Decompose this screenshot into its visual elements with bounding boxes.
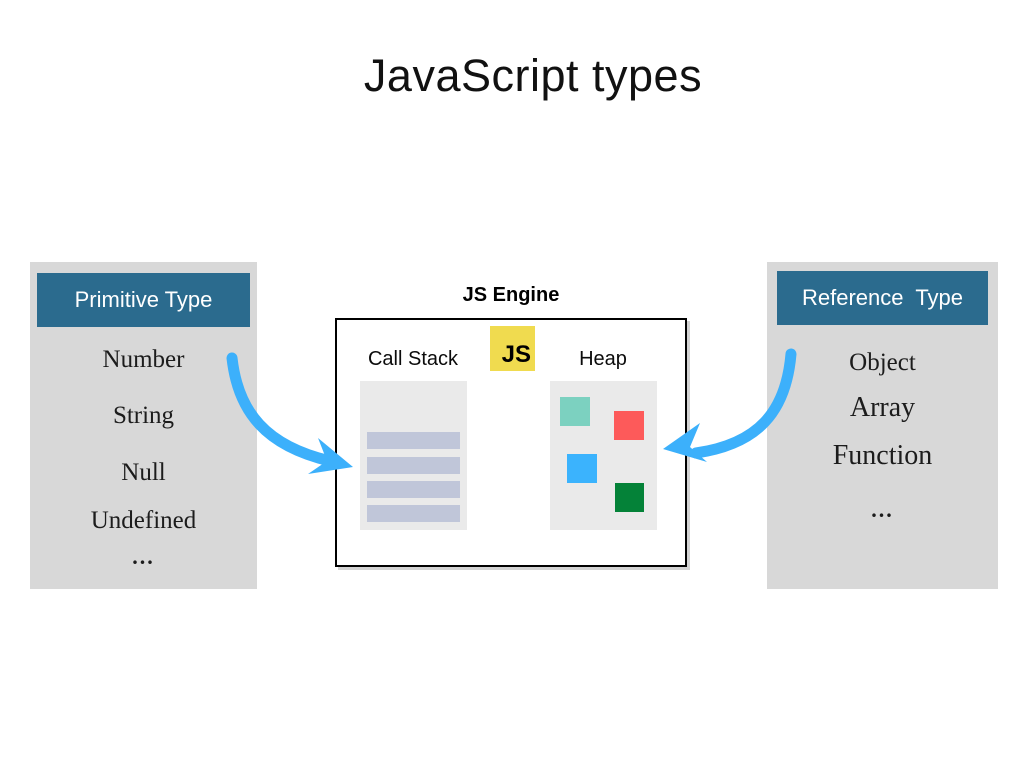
heap-object-green: [615, 483, 644, 512]
heap-label: Heap: [579, 348, 627, 370]
heap-area: [550, 381, 657, 530]
primitive-type-panel: Primitive Type Number String Null Undefi…: [30, 262, 257, 589]
stack-frame: [367, 505, 460, 522]
primitive-item-string: String: [112, 402, 175, 429]
stack-frame: [367, 432, 460, 449]
reference-item-ellipsis: ...: [871, 497, 894, 522]
stack-frame: [367, 457, 460, 474]
reference-type-panel: Reference Type Object Array Function ...: [767, 262, 998, 589]
reference-item-function: Function: [832, 440, 933, 471]
primitive-type-header: Primitive Type: [37, 273, 250, 327]
heap-object-teal: [560, 397, 590, 426]
heap-object-red: [614, 411, 644, 440]
js-logo-icon: JS: [490, 326, 535, 371]
js-engine-box: JS Call Stack Heap: [335, 318, 687, 567]
page-title: JavaScript types: [363, 50, 703, 101]
heap-object-blue: [567, 454, 597, 483]
call-stack-label: Call Stack: [367, 348, 459, 370]
call-stack-area: [360, 381, 467, 530]
reference-type-header: Reference Type: [777, 271, 988, 325]
primitive-item-undefined: Undefined: [90, 507, 197, 534]
reference-item-array: Array: [849, 392, 916, 423]
primitive-item-ellipsis: ...: [132, 544, 155, 569]
primitive-item-null: Null: [121, 459, 166, 486]
stack-frame: [367, 481, 460, 498]
primitive-item-number: Number: [102, 346, 185, 373]
reference-item-object: Object: [849, 349, 916, 376]
js-engine-label: JS Engine: [462, 284, 560, 306]
